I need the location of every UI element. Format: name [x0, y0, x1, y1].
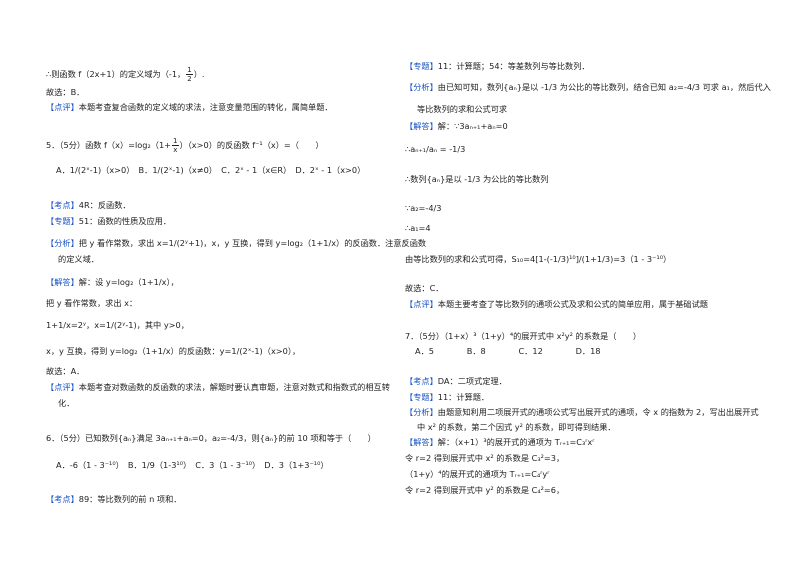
- text-line: 故选：B．: [46, 87, 85, 97]
- text-line: x，y 互换，得到 y=log₂（1+1/x）的反函数：y=1/(2ˣ-1)（x…: [46, 346, 301, 356]
- text: ∴则函数 f（2x+1）的定义域为（-1，: [46, 69, 186, 79]
- kaodian-line: 【考点】89：等比数列的前 n 项和．: [46, 494, 182, 504]
- text-line: （1+y）⁴的展开式的通项为 Tᵣ₊₁=C₄ʳyʳ: [405, 469, 550, 479]
- zhuanti-line: 【专题】11：计算题．: [405, 392, 490, 402]
- question-6: 6．（5分）已知数列{aₙ}满足 3aₙ₊₁+aₙ=0，a₂=-4/3，则{aₙ…: [46, 433, 376, 443]
- question-7: 7．（5分）（1+x）³（1+y）⁴的展开式中 x²y² 的系数是（ ）: [405, 331, 642, 341]
- text-line: 故选：A．: [46, 366, 85, 376]
- text-line: ∴aₙ₊₁/aₙ = -1/3: [405, 144, 466, 154]
- text-line: ∴数列{aₙ}是以 -1/3 为公比的等比数列: [405, 174, 549, 184]
- fenxi-line-2: 等比数列的求和公式可求: [417, 104, 508, 114]
- text-line: 把 y 看作常数，求出 x：: [46, 298, 138, 308]
- kaodian-line: 【考点】4R：反函数．: [46, 200, 131, 210]
- comment-line: 【点评】本题考查复合函数的定义域的求法，注意变量范围的转化，属简单题．: [46, 102, 333, 112]
- question-5-options: A．1/(2ˣ-1)（x>0） B．1/(2ˣ-1)（x≠0） C．2ˣ - 1…: [56, 165, 366, 175]
- jieda-line: 【解答】解：设 y=log₂（1+1/x），: [46, 277, 179, 287]
- zhuanti-line: 【专题】11：计算题；54：等差数列与等比数列．: [405, 61, 590, 71]
- text-line: 令 r=2 得到展开式中 x² 的系数是 C₃²=3，: [405, 453, 565, 463]
- question-7-options: A．5 B．8 C．12 D．18: [415, 346, 601, 356]
- jieda-line: 【解答】解：∵3aₙ₊₁+aₙ=0: [405, 121, 508, 131]
- text-line: 令 r=2 得到展开式中 y² 的系数是 C₄²=6，: [405, 485, 565, 495]
- text-line: 由等比数列的求和公式可得，S₁₀=4[1-(-1/3)¹⁰]/(1+1/3)=3…: [405, 254, 672, 264]
- zhuanti-line: 【专题】51：函数的性质及应用．: [46, 216, 172, 226]
- text-line: ∴a₁=4: [405, 223, 431, 233]
- dianping-line: 【点评】本题主要考查了等比数列的通项公式及求和公式的简单应用，属于基础试题: [405, 299, 708, 309]
- text-line: 故选：C．: [405, 283, 444, 293]
- dianping-line-2: 化．: [58, 398, 75, 408]
- fenxi-line: 【分析】由题意知利用二项展开式的通项公式写出展开式的通项，令 x 的指数为 2，…: [405, 407, 759, 417]
- jieda-line: 【解答】解：（x+1）³的展开式的通项为 Tᵣ₊₁=C₃ʳxʳ: [405, 437, 595, 447]
- text-line: ∵a₂=-4/3: [405, 203, 442, 213]
- dianping-line: 【点评】本题考查对数函数的反函数的求法，解题时要认真审题，注意对数式和指数式的相…: [46, 382, 390, 392]
- fenxi-line: 【分析】把 y 看作常数，求出 x=1/(2ʸ+1)，x，y 互换，得到 y=l…: [46, 238, 427, 248]
- text-line: 1+1/x=2ʸ，x=1/(2ʸ-1)，其中 y>0，: [46, 320, 189, 330]
- fenxi-line: 【分析】由已知可知，数列{aₙ}是以 -1/3 为公比的等比数列，结合已知 a₂…: [405, 82, 771, 92]
- fenxi-line-2: 的定义域．: [58, 254, 99, 264]
- question-6-options: A．-6（1 - 3⁻¹⁰） B．1/9（1-3¹⁰） C．3（1 - 3⁻¹⁰…: [56, 460, 329, 470]
- kaodian-line: 【考点】DA：二项式定理．: [405, 376, 507, 386]
- fenxi-line-2: 中 x² 的系数，第二个因式 y² 的系数，即可得到结果．: [417, 422, 616, 432]
